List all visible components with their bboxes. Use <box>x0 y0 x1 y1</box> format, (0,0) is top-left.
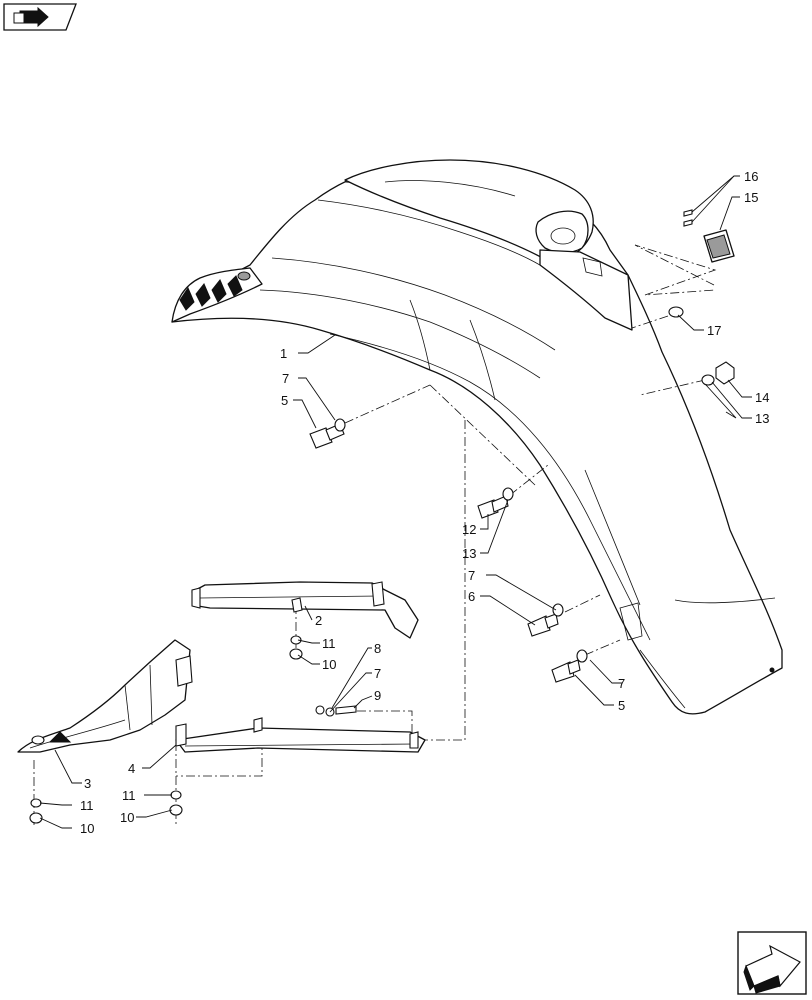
callout-12: 12 <box>462 522 476 537</box>
callout-10-mid: 10 <box>322 657 336 672</box>
callout-13-mid: 13 <box>462 546 476 561</box>
callout-5-top: 5 <box>281 393 288 408</box>
callout-14: 14 <box>755 390 769 405</box>
callout-2: 2 <box>315 613 322 628</box>
callout-15: 15 <box>744 190 758 205</box>
callout-4: 4 <box>128 761 135 776</box>
callout-11-mid: 11 <box>322 636 336 651</box>
callout-1: 1 <box>280 346 287 361</box>
callout-7-bottom: 7 <box>618 676 625 691</box>
callout-3: 3 <box>84 776 91 791</box>
callout-7-top: 7 <box>282 371 289 386</box>
next-page-arrow-icon[interactable] <box>737 931 807 995</box>
callout-11-lower: 11 <box>122 788 136 803</box>
callout-13-right: 13 <box>755 411 769 426</box>
callout-10-left: 10 <box>80 821 94 836</box>
callout-6: 6 <box>468 589 475 604</box>
callout-11-left: 11 <box>80 798 94 813</box>
callout-5-bottom: 5 <box>618 698 625 713</box>
callout-7-pin: 7 <box>374 666 381 681</box>
callout-labels: 1 2 3 4 5 5 6 7 7 7 7 8 9 10 10 10 11 11… <box>80 169 769 836</box>
bracket-part-2 <box>191 581 419 639</box>
liner-part-3 <box>17 639 193 753</box>
callout-10-lower: 10 <box>120 810 134 825</box>
callout-9: 9 <box>374 688 381 703</box>
hardware <box>29 209 735 824</box>
bracket-part-4 <box>175 717 426 753</box>
callout-8: 8 <box>374 641 381 656</box>
callout-16: 16 <box>744 169 758 184</box>
callout-7-mid: 7 <box>468 568 475 583</box>
book-arrow-icon[interactable] <box>3 3 77 31</box>
callout-17: 17 <box>707 323 721 338</box>
fender-part-1 <box>171 159 783 715</box>
leader-lines <box>39 175 752 829</box>
